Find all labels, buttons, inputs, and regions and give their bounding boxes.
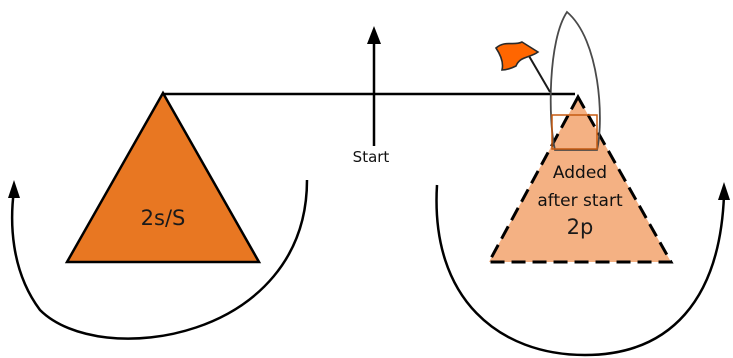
left-rounding-arrow: [10, 179, 309, 340]
right-rounding-arrow: [435, 184, 726, 357]
flag-icon: [494, 41, 540, 71]
left-mark-triangle: [64, 90, 262, 264]
left-mark-label: 2s/S: [141, 206, 186, 230]
boat-cabin: [551, 114, 598, 150]
right-mark-triangle: [486, 93, 674, 264]
committee-boat: [549, 10, 601, 151]
start-direction-arrowhead: [367, 26, 381, 44]
start-label: Start: [353, 148, 390, 166]
right-mark-label-line1: Added: [553, 163, 607, 183]
left-rounding-arrowhead: [8, 180, 20, 198]
right-rounding-arrowhead: [718, 182, 730, 200]
right-mark-label-line2: after start: [537, 191, 623, 211]
right-mark-label-line3: 2p: [567, 215, 594, 239]
